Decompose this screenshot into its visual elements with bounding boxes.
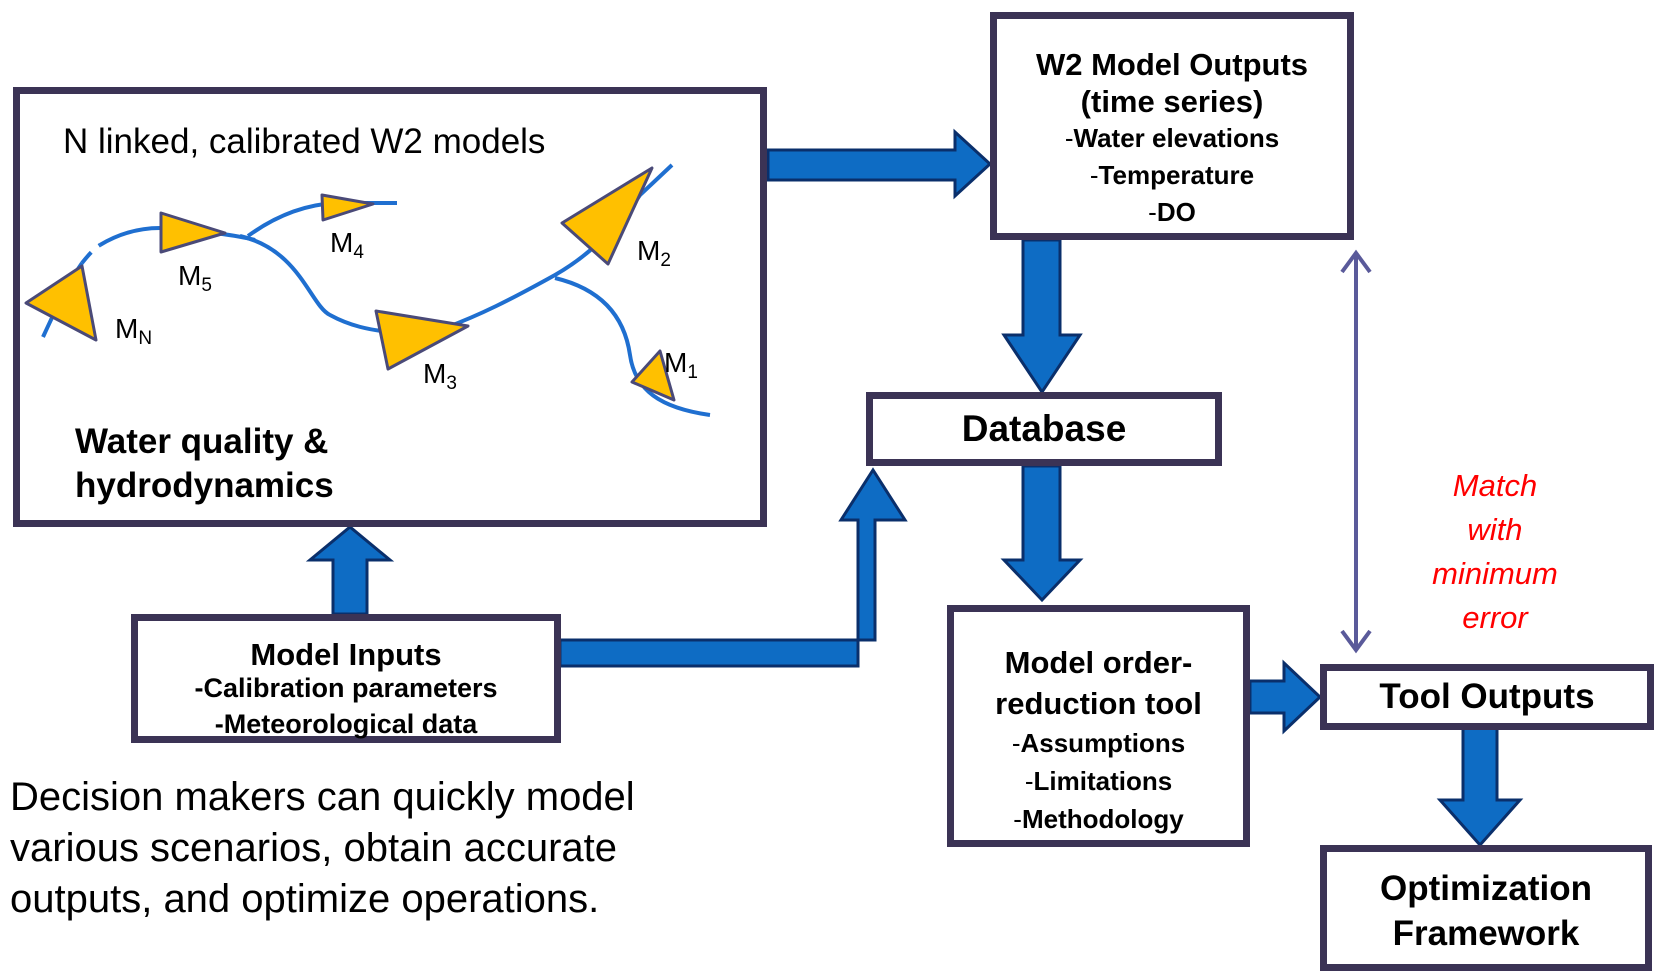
model-inputs-title: Model Inputs	[250, 637, 442, 672]
label-mn: MN	[115, 313, 153, 349]
models-box	[13, 87, 767, 527]
w2-outputs-title: W2 Model Outputs	[1035, 47, 1309, 82]
decision-text: Decision makers can quickly model variou…	[10, 775, 635, 921]
model-triangles	[24, 166, 676, 402]
reduction-tool-item: -Assumptions	[1011, 728, 1186, 758]
reduction-tool-item: -Methodology	[1013, 804, 1184, 834]
arrow-database-to-tool	[1000, 464, 1084, 603]
match-note: Match with minimum error	[1432, 468, 1558, 635]
arrow-outputs-to-optimization	[1436, 718, 1524, 848]
w2-outputs-subtitle: (time series)	[1080, 84, 1264, 119]
tool-outputs-label: Tool Outputs	[1379, 677, 1595, 716]
triangle-m2	[560, 166, 654, 266]
triangle-m5	[159, 211, 227, 254]
w2-outputs-box: W2 Model Outputs (time series) -Water el…	[990, 12, 1354, 240]
label-m5: M5	[178, 260, 212, 296]
model-inputs-box: Model Inputs -Calibration parameters -Me…	[131, 614, 561, 743]
models-box-caption: Water quality & hydrodynamics	[75, 422, 334, 505]
w2-output-item: -Temperature	[1089, 160, 1255, 190]
optimization-box: Optimization Framework	[1320, 845, 1652, 971]
optimization-line2: Framework	[1392, 914, 1580, 953]
w2-output-item: -Water elevations	[1064, 123, 1280, 153]
flow-arrows	[305, 128, 1524, 848]
triangle-mn	[24, 264, 98, 342]
triangle-m1	[630, 349, 676, 402]
arrow-models-to-outputs	[766, 128, 993, 200]
label-m4: M4	[330, 227, 364, 263]
model-input-item: -Meteorological data	[214, 709, 478, 739]
reduction-tool-subtitle: reduction tool	[995, 686, 1202, 721]
reduction-tool-item: -Limitations	[1024, 766, 1173, 796]
database-box: Database	[866, 392, 1222, 466]
arrow-tool-to-outputs	[1248, 659, 1323, 735]
reduction-tool-box: Model order- reduction tool -Assumptions…	[947, 605, 1250, 847]
tool-outputs-box: Tool Outputs	[1320, 664, 1654, 730]
reduction-tool-title: Model order-	[1004, 645, 1193, 680]
label-m2: M2	[637, 235, 671, 271]
w2-output-item: -DO	[1148, 197, 1196, 227]
label-m1: M1	[664, 347, 698, 383]
arrow-inputs-to-models	[305, 525, 395, 616]
triangle-m3	[374, 309, 470, 371]
label-m3: M3	[423, 358, 457, 394]
models-box-title: N linked, calibrated W2 models	[63, 122, 546, 161]
arrow-inputs-to-database	[558, 467, 908, 668]
arrow-outputs-to-database	[1001, 238, 1083, 395]
match-double-arrow	[1340, 249, 1372, 654]
triangle-m4	[320, 193, 375, 222]
database-label: Database	[961, 408, 1127, 449]
model-input-item: -Calibration parameters	[194, 673, 498, 703]
optimization-line1: Optimization	[1380, 869, 1592, 908]
